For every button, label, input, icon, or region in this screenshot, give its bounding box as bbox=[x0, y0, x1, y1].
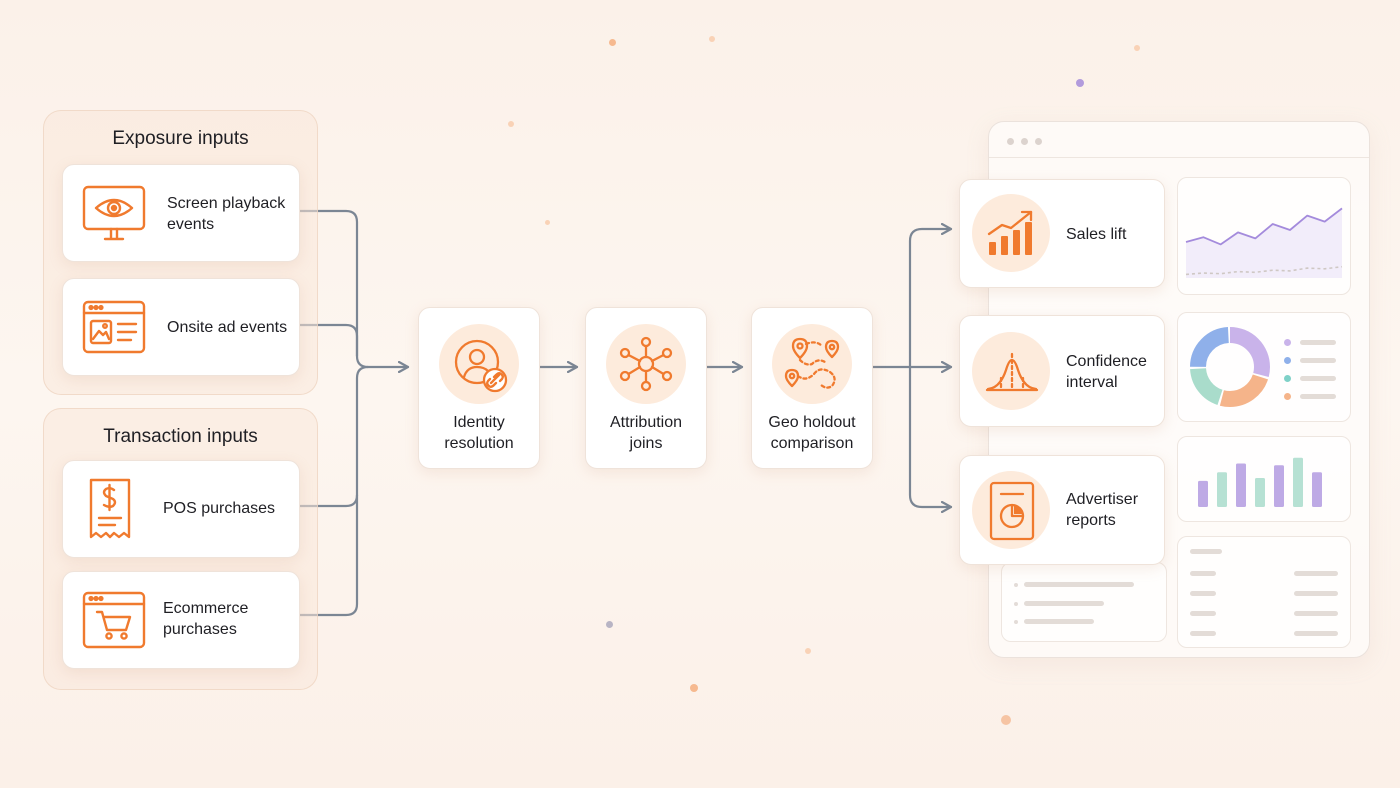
browser-ad-icon bbox=[82, 300, 146, 354]
background-dot bbox=[1134, 45, 1140, 51]
row-line bbox=[1294, 591, 1338, 596]
input-card-ecommerce[interactable]: Ecommerce purchases bbox=[62, 571, 300, 669]
step-identity-resolution[interactable]: Identity resolution bbox=[418, 307, 540, 469]
input-label-ecommerce: Ecommerce purchases bbox=[163, 600, 249, 638]
row-dot bbox=[1014, 620, 1018, 624]
legend-dot bbox=[1284, 375, 1291, 382]
user-link-icon bbox=[454, 339, 508, 393]
legend-line bbox=[1300, 394, 1336, 399]
mini-bar bbox=[1217, 472, 1227, 507]
connector-advertiser-reports bbox=[908, 365, 953, 507]
legend-line bbox=[1300, 340, 1336, 345]
row-line bbox=[1024, 619, 1094, 624]
window-dot bbox=[1021, 138, 1028, 145]
mini-table-panel-left bbox=[1001, 562, 1167, 642]
output-icon-badge bbox=[972, 194, 1050, 272]
background-dot bbox=[1076, 79, 1084, 87]
row-line bbox=[1024, 582, 1134, 587]
step-geo-holdout[interactable]: Geo holdout comparison bbox=[751, 307, 873, 469]
output-card-advertiser-reports[interactable]: Advertiser reports bbox=[959, 455, 1165, 565]
legend-line bbox=[1300, 376, 1336, 381]
row-line bbox=[1294, 571, 1338, 576]
background-dot bbox=[545, 220, 550, 225]
browser-cart-icon bbox=[82, 591, 146, 649]
mini-table-panel-right bbox=[1177, 536, 1351, 648]
network-hub-icon bbox=[619, 336, 673, 392]
bell-curve-icon bbox=[985, 352, 1039, 392]
input-card-pos[interactable]: POS purchases bbox=[62, 460, 300, 558]
row-dot bbox=[1014, 602, 1018, 606]
input-label-onsite-ad: Onsite ad events bbox=[167, 319, 288, 336]
window-dot bbox=[1035, 138, 1042, 145]
input-card-onsite-ad[interactable]: Onsite ad events bbox=[62, 278, 300, 376]
window-divider bbox=[989, 157, 1369, 158]
row-line bbox=[1294, 631, 1338, 636]
row-line bbox=[1190, 631, 1216, 636]
mini-bar bbox=[1293, 457, 1303, 507]
background-dot bbox=[606, 621, 613, 628]
input-label-screen-playback: Screen playback events bbox=[167, 195, 286, 233]
legend-dot bbox=[1284, 339, 1291, 346]
transaction-inputs-title: Transaction inputs bbox=[103, 426, 258, 447]
background-dot bbox=[805, 648, 811, 654]
output-card-sales-lift[interactable]: Sales lift bbox=[959, 179, 1165, 288]
output-icon-badge bbox=[972, 332, 1050, 410]
mini-bar-chart-panel bbox=[1177, 436, 1351, 522]
step-label-identity-resolution: Identity resolution bbox=[444, 414, 514, 452]
map-pins-icon bbox=[784, 337, 840, 389]
step-label-attribution-joins: Attribution joins bbox=[609, 414, 683, 452]
connector-sales-lift bbox=[908, 229, 953, 369]
row-line bbox=[1190, 549, 1222, 554]
mini-donut-panel bbox=[1177, 312, 1351, 422]
step-attribution-joins[interactable]: Attribution joins bbox=[585, 307, 707, 469]
window-dot bbox=[1007, 138, 1014, 145]
legend-dot bbox=[1284, 393, 1291, 400]
background-dot bbox=[1001, 715, 1011, 725]
mini-line-series-a bbox=[1185, 207, 1343, 246]
report-pie-icon bbox=[989, 481, 1035, 541]
receipt-dollar-icon bbox=[89, 478, 131, 539]
exposure-inputs-title: Exposure inputs bbox=[112, 128, 249, 149]
mini-donut-segment bbox=[1190, 327, 1270, 407]
mini-bar bbox=[1198, 480, 1208, 507]
output-label-confidence-interval: Confidence interval bbox=[1066, 353, 1147, 391]
mini-line-area bbox=[1186, 208, 1342, 278]
background-dot bbox=[609, 39, 616, 46]
row-line bbox=[1190, 591, 1216, 596]
mini-bar bbox=[1236, 463, 1246, 507]
mini-bar bbox=[1312, 472, 1322, 507]
row-line bbox=[1024, 601, 1104, 606]
mini-bar-chart bbox=[1198, 457, 1322, 507]
trending-bars-icon bbox=[987, 210, 1033, 255]
mini-donut-chart bbox=[1190, 327, 1270, 407]
connector-screen-playback bbox=[298, 209, 410, 367]
connector-onsite-ad bbox=[298, 323, 359, 358]
legend-line bbox=[1300, 358, 1336, 363]
input-label-pos: POS purchases bbox=[163, 500, 276, 517]
mini-line-chart bbox=[1185, 207, 1343, 278]
background-dot bbox=[508, 121, 514, 127]
row-line bbox=[1190, 571, 1216, 576]
output-card-confidence-interval[interactable]: Confidence interval bbox=[959, 315, 1165, 427]
output-label-sales-lift: Sales lift bbox=[1066, 226, 1127, 243]
monitor-eye-icon bbox=[82, 185, 146, 241]
step-label-geo-holdout: Geo holdout comparison bbox=[768, 414, 856, 452]
mini-bar bbox=[1274, 465, 1284, 507]
mini-bar bbox=[1255, 478, 1265, 507]
background-dot bbox=[690, 684, 698, 692]
input-card-screen-playback[interactable]: Screen playback events bbox=[62, 164, 300, 262]
output-label-advertiser-reports: Advertiser reports bbox=[1066, 491, 1139, 529]
legend-dot bbox=[1284, 357, 1291, 364]
mini-line-chart-panel bbox=[1177, 177, 1351, 295]
row-line bbox=[1294, 611, 1338, 616]
connector-ecommerce bbox=[298, 493, 359, 617]
row-line bbox=[1190, 611, 1216, 616]
background-dot bbox=[709, 36, 715, 42]
mini-donut-segment bbox=[1190, 327, 1270, 407]
mini-line-series-b bbox=[1185, 265, 1343, 276]
row-dot bbox=[1014, 583, 1018, 587]
